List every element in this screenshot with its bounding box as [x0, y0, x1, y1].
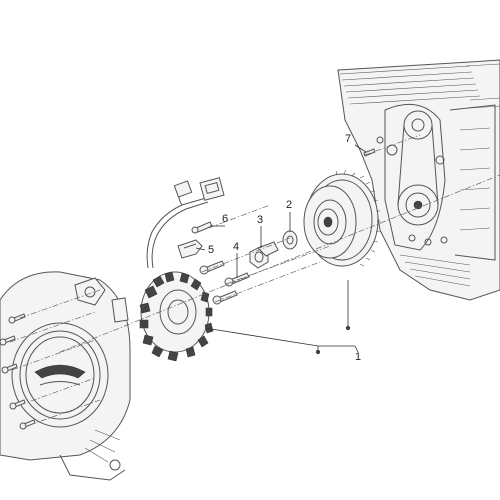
brand-eagle-emblem [34, 364, 86, 379]
cover-screws [0, 313, 36, 430]
cable-clamp [177, 239, 203, 259]
callout-1: 1 [355, 351, 361, 363]
generator-cover [0, 271, 131, 481]
assembly-axis-lines [9, 134, 500, 426]
callout-4: 4 [233, 241, 239, 253]
callout-6: 6 [222, 213, 228, 225]
flywheel-gear-teeth [335, 169, 381, 267]
engine-cooling-fins [339, 63, 500, 109]
clamp-screw [191, 221, 213, 234]
callout-3: 3 [257, 214, 263, 226]
callout-labels: 1 2 3 4 5 6 7 [208, 133, 361, 363]
stator-windings [139, 271, 214, 362]
callout-2: 2 [286, 199, 292, 211]
callout-7: 7 [345, 133, 351, 145]
engine-block [337, 59, 500, 301]
flywheel-bolt [249, 241, 279, 269]
stator-coil [139, 271, 214, 362]
leader-lines [195, 144, 367, 355]
flywheel-rotor [303, 169, 381, 267]
wiring-harness [146, 177, 225, 269]
callout-5: 5 [208, 244, 214, 256]
